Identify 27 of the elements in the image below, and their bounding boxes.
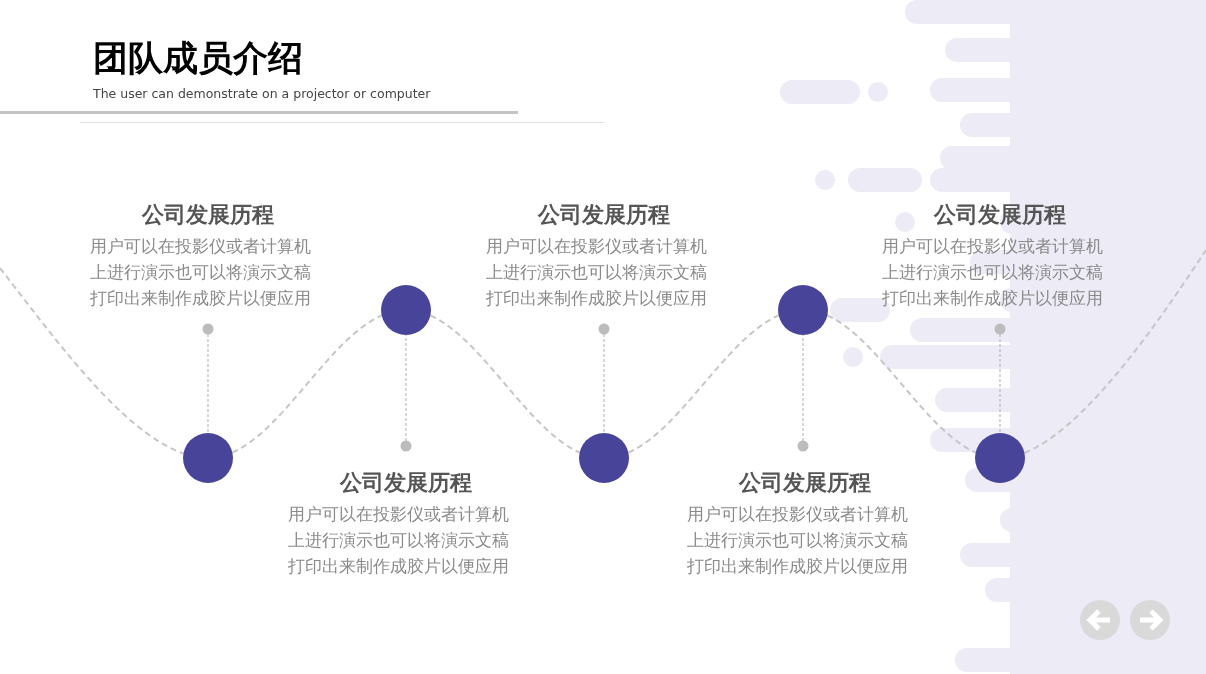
- dashed-wave-line: [1023, 249, 1206, 454]
- leader-line: [202, 323, 214, 434]
- dashed-wave-line: [0, 267, 185, 455]
- milestone-description: 用户可以在投影仪或者计算机上进行演示也可以将演示文稿打印出来制作成胶片以便应用: [288, 503, 510, 578]
- slide-subtitle: The user can demonstrate on a projector or computer: [93, 86, 431, 102]
- milestone-heading: 公司发展历程: [737, 469, 872, 497]
- milestone-circle: [778, 285, 828, 335]
- dashed-wave-line: [627, 314, 780, 454]
- milestone-heading: 公司发展历程: [932, 201, 1067, 229]
- milestone-description: 用户可以在投影仪或者计算机上进行演示也可以将演示文稿打印出来制作成胶片以便应用: [486, 235, 708, 310]
- milestone-heading: 公司发展历程: [536, 201, 671, 229]
- leader-line: [598, 323, 610, 434]
- slide-title: 团队成员介绍: [93, 38, 303, 78]
- milestone-circle: [381, 285, 431, 335]
- milestone-description: 用户可以在投影仪或者计算机上进行演示也可以将演示文稿打印出来制作成胶片以便应用: [882, 235, 1104, 310]
- milestone-circle: [183, 433, 233, 483]
- milestone-heading: 公司发展历程: [140, 201, 275, 229]
- milestone-description: 用户可以在投影仪或者计算机上进行演示也可以将演示文稿打印出来制作成胶片以便应用: [687, 503, 909, 578]
- leader-line: [994, 323, 1006, 434]
- milestone-description: 用户可以在投影仪或者计算机上进行演示也可以将演示文稿打印出来制作成胶片以便应用: [90, 235, 312, 310]
- dashed-wave-line: [826, 314, 977, 454]
- milestone-heading: 公司发展历程: [338, 469, 473, 497]
- dashed-wave-line: [231, 314, 383, 454]
- milestone-circle: [579, 433, 629, 483]
- leader-line: [400, 334, 412, 452]
- dashed-wave-line: [429, 314, 581, 454]
- leader-line: [797, 334, 809, 452]
